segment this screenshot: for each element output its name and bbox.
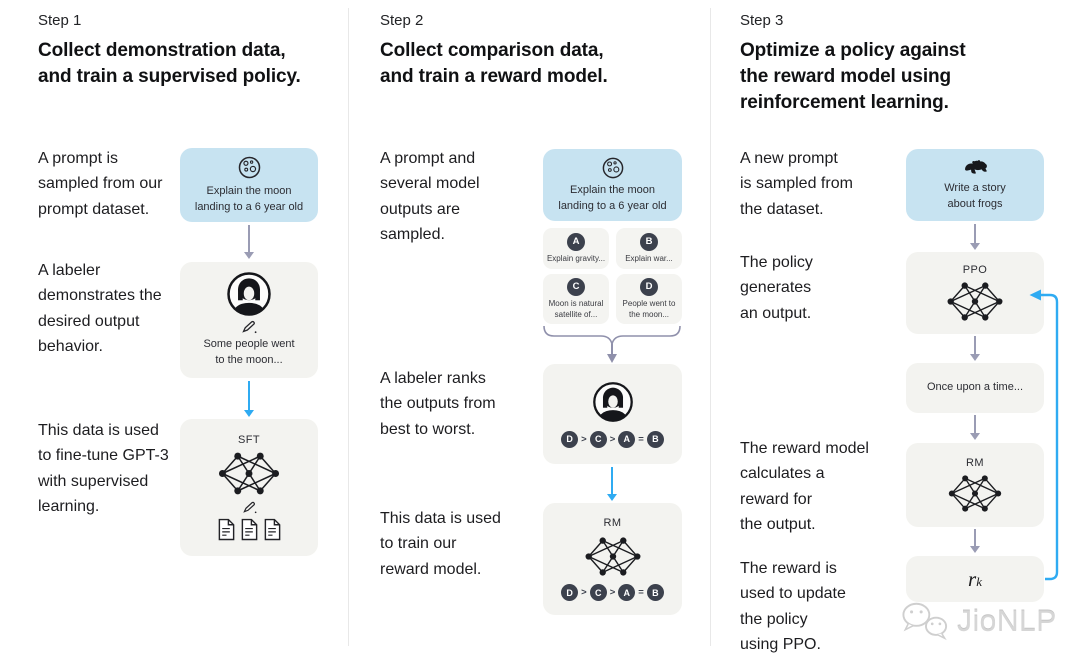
sft-model-box: SFT bbox=[180, 419, 318, 556]
sft-label: SFT bbox=[238, 434, 260, 446]
rank-separator: > bbox=[609, 433, 616, 445]
moon-icon bbox=[601, 156, 625, 180]
labeler-avatar-icon bbox=[592, 381, 634, 423]
frog-icon bbox=[962, 158, 989, 177]
rank-chip-b: B bbox=[646, 430, 664, 448]
flow-arrow-step1-2 bbox=[243, 381, 255, 417]
step3-text-policy-generates: The policy generates an output. bbox=[740, 254, 813, 322]
column-divider-1 bbox=[348, 8, 349, 646]
step3-label: Step 3 bbox=[740, 12, 784, 29]
step1-title: Collect demonstration data, and train a … bbox=[38, 40, 301, 87]
moon-icon bbox=[237, 155, 262, 180]
flow-arrow-step3-2 bbox=[969, 336, 981, 361]
documents-row bbox=[217, 518, 282, 541]
option-letter-d: D bbox=[640, 277, 658, 296]
pencil-icon bbox=[241, 320, 257, 334]
rm-label: RM bbox=[966, 456, 984, 469]
wechat-icon bbox=[901, 601, 949, 642]
policy-output-box: Once upon a time... bbox=[906, 363, 1044, 413]
step2-prompt-box: Explain the moon landing to a 6 year old bbox=[543, 149, 682, 221]
neural-network-icon bbox=[216, 450, 282, 497]
watermark-text: JioNLP bbox=[957, 604, 1057, 638]
step2-prompt-text: Explain the moon landing to a 6 year old bbox=[558, 183, 667, 212]
option-text-b: Explain war... bbox=[625, 253, 673, 263]
rank-chip-d: D bbox=[561, 430, 579, 448]
step3-title: Optimize a policy against the reward mod… bbox=[740, 40, 966, 113]
step1-text-finetune: This data is used to fine-tune GPT-3 wit… bbox=[38, 422, 169, 515]
option-box-b: B Explain war... bbox=[616, 228, 682, 269]
rm-label: RM bbox=[603, 517, 622, 529]
step3-text-rm-calculates: The reward model calculates a reward for… bbox=[740, 440, 869, 533]
option-letter-c: C bbox=[567, 277, 585, 296]
rank-chip-a: A bbox=[618, 430, 636, 448]
option-text-c: Moon is natural satellite of... bbox=[548, 298, 604, 319]
step3-prompt-box: Write a story about frogs bbox=[906, 149, 1044, 221]
step1-text-prompt-sampled: A prompt is sampled from our prompt data… bbox=[38, 150, 163, 218]
ranking-row: D > C > A = B bbox=[561, 584, 664, 601]
reward-box: rk bbox=[906, 556, 1044, 602]
step1-text-labeler-demonstrates: A labeler demonstrates the desired outpu… bbox=[38, 262, 162, 355]
step2-label: Step 2 bbox=[380, 12, 424, 29]
step1-prompt-box: Explain the moon landing to a 6 year old bbox=[180, 148, 318, 222]
step1-label: Step 1 bbox=[38, 12, 82, 29]
step2-labeler-box: D > C > A = B bbox=[543, 364, 682, 464]
watermark: JioNLP bbox=[901, 601, 1057, 642]
flow-arrow-step3-3 bbox=[969, 415, 981, 440]
option-box-d: D People went to the moon... bbox=[616, 274, 682, 324]
rank-separator: > bbox=[609, 587, 616, 598]
step3-text-reward-updates: The reward is used to update the policy … bbox=[740, 560, 846, 653]
curly-brace bbox=[543, 325, 681, 363]
flow-arrow-step3-1 bbox=[969, 224, 981, 250]
step3-text-new-prompt: A new prompt is sampled from the dataset… bbox=[740, 150, 853, 218]
step3-prompt-text: Write a story about frogs bbox=[944, 181, 1006, 210]
step1-prompt-text: Explain the moon landing to a 6 year old bbox=[194, 184, 304, 213]
rank-chip-c: C bbox=[589, 430, 607, 448]
option-letter-b: B bbox=[640, 232, 658, 251]
labeler-avatar-icon bbox=[226, 271, 272, 317]
option-box-c: C Moon is natural satellite of... bbox=[543, 274, 609, 324]
pencil-icon bbox=[242, 501, 257, 514]
flow-arrow-step3-4 bbox=[969, 529, 981, 553]
step2-text-train-rm: This data is used to train our reward mo… bbox=[380, 510, 501, 578]
flow-arrow-step2 bbox=[606, 467, 618, 501]
ranking-row: D > C > A = B bbox=[561, 430, 664, 448]
neural-network-icon bbox=[583, 535, 643, 578]
rank-separator: = bbox=[638, 433, 644, 445]
step1-labeler-box: Some people went to the moon... bbox=[180, 262, 318, 378]
document-icon bbox=[240, 518, 259, 541]
step2-text-labeler-ranks: A labeler ranks the outputs from best to… bbox=[380, 370, 496, 438]
rank-chip-d: D bbox=[561, 584, 579, 601]
reward-symbol: rk bbox=[968, 566, 982, 591]
ppo-model-box: PPO bbox=[906, 252, 1044, 334]
rm-model-box-step3: RM bbox=[906, 443, 1044, 527]
policy-output-text: Once upon a time... bbox=[927, 381, 1023, 394]
rank-separator: > bbox=[581, 433, 587, 445]
flow-arrow-step1-1 bbox=[243, 225, 255, 259]
column-divider-2 bbox=[710, 8, 711, 646]
step2-title: Collect comparison data, and train a rew… bbox=[380, 40, 608, 87]
rank-chip-a: A bbox=[618, 584, 636, 601]
document-icon bbox=[263, 518, 282, 541]
option-box-a: A Explain gravity... bbox=[543, 228, 609, 269]
step2-text-outputs-sampled: A prompt and several model outputs are s… bbox=[380, 150, 480, 243]
neural-network-icon bbox=[945, 280, 1005, 323]
option-letter-a: A bbox=[567, 232, 585, 251]
rm-model-box-step2: RM D > C > A = B bbox=[543, 503, 682, 615]
rank-chip-b: B bbox=[646, 584, 664, 601]
document-icon bbox=[217, 518, 236, 541]
rank-separator: = bbox=[638, 587, 644, 598]
option-text-d: People went to the moon... bbox=[622, 298, 676, 319]
step1-demo-text: Some people went to the moon... bbox=[203, 338, 295, 366]
neural-network-icon bbox=[946, 473, 1004, 514]
option-text-a: Explain gravity... bbox=[546, 253, 606, 263]
ppo-label: PPO bbox=[962, 263, 988, 276]
rank-chip-c: C bbox=[589, 584, 607, 601]
rank-separator: > bbox=[581, 587, 587, 598]
